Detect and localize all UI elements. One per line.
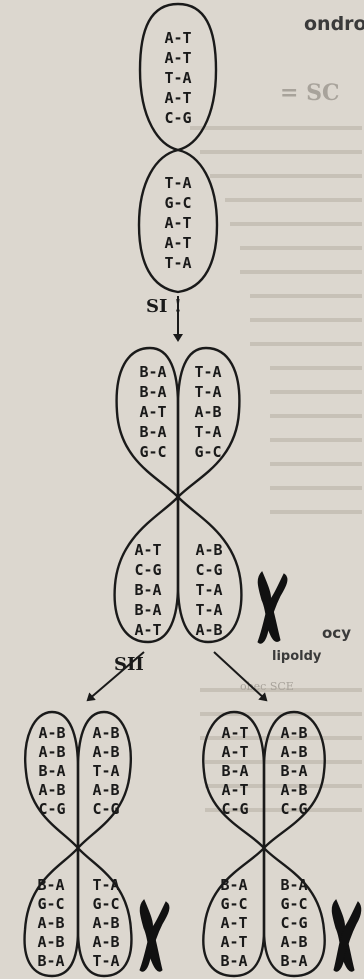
base-pair: B-A [220,876,247,894]
background-heading-fragment: ondro [304,13,364,35]
left-lower-left-pairs: B-A G-C A-B A-B B-A [37,876,64,970]
base-pair: T-A [194,383,221,401]
base-pair: T-A [194,363,221,381]
base-pair: A-B [280,781,307,799]
base-pair: A-B [92,743,119,761]
right-lower-left-pairs: B-A G-C A-T A-T B-A [220,876,247,970]
base-pair: A-B [195,621,222,639]
base-pair: C-G [38,800,65,818]
first-lower-left-pairs: A-T C-G B-A B-A A-T [134,541,161,639]
left-lower-right-pairs: T-A G-C A-B A-B T-A [92,876,119,970]
base-pair: A-T [134,621,161,639]
base-pair: G-C [92,895,119,913]
base-pair: A-T [164,89,191,107]
base-pair: B-A [139,423,166,441]
right-lower-right-pairs: B-A G-C C-G A-B B-A [280,876,307,970]
base-pair: A-B [280,743,307,761]
background-bottom-left-fragment: ocy [322,624,351,642]
base-pair: B-A [139,383,166,401]
base-pair: A-B [195,541,222,559]
base-pair: A-T [221,781,248,799]
base-pair: G-C [37,895,64,913]
base-pair: C-G [280,800,307,818]
base-pair: T-A [195,601,222,619]
base-pair: A-B [38,781,65,799]
base-pair: A-B [280,933,307,951]
base-pair: A-B [92,914,119,932]
base-pair: C-G [92,800,119,818]
base-pair: T-A [164,69,191,87]
base-pair: G-C [139,443,166,461]
right-upper-right-pairs: A-B A-B B-A A-B C-G [280,724,307,818]
background-bottom-middle-fragment: lipoldy [272,649,322,664]
base-pair: A-T [221,743,248,761]
base-pair: G-C [164,194,191,212]
base-pair: B-A [37,952,64,970]
base-pair: B-A [280,876,307,894]
base-pair: B-A [280,762,307,780]
base-pair: T-A [164,174,191,192]
base-pair: B-A [134,581,161,599]
base-pair: C-G [221,800,248,818]
base-pair: B-A [220,952,247,970]
left-upper-left-pairs: A-B A-B B-A A-B C-G [38,724,65,818]
base-pair: T-A [195,581,222,599]
base-pair: T-A [92,952,119,970]
background-bottom-caption-fragment: obec SCE [240,680,294,693]
base-pair: A-B [92,933,119,951]
base-pair: B-A [38,762,65,780]
base-pair: T-A [92,876,119,894]
base-pair: A-B [280,724,307,742]
base-pair: C-G [280,914,307,932]
base-pair: G-C [194,443,221,461]
base-pair: A-B [194,403,221,421]
base-pair: A-B [92,781,119,799]
base-pair: G-C [280,895,307,913]
parent-lower-chromatid-pairs: T-A G-C A-T A-T T-A [164,174,191,272]
base-pair: A-T [164,29,191,47]
base-pair: A-T [164,234,191,252]
base-pair: A-T [139,403,166,421]
base-pair: A-B [38,724,65,742]
base-pair: G-C [220,895,247,913]
background-formula-fragment: = SC [280,80,340,106]
base-pair: B-A [37,876,64,894]
first-upper-right-pairs: T-A T-A A-B T-A G-C [194,363,221,461]
base-pair: T-A [164,254,191,272]
base-pair: T-A [92,762,119,780]
base-pair: A-T [221,724,248,742]
base-pair: A-T [220,914,247,932]
base-pair: B-A [134,601,161,619]
base-pair: A-B [92,724,119,742]
base-pair: B-A [221,762,248,780]
base-pair: A-T [164,214,191,232]
step-one-label: SI [146,296,167,317]
base-pair: C-G [164,109,191,127]
first-upper-left-pairs: B-A B-A A-T B-A G-C [139,363,166,461]
base-pair: A-B [37,933,64,951]
base-pair: T-A [194,423,221,441]
base-pair: B-A [139,363,166,381]
parent-upper-chromatid-pairs: A-T A-T T-A A-T C-G [164,29,191,127]
right-upper-left-pairs: A-T A-T B-A A-T C-G [221,724,248,818]
base-pair: A-T [134,541,161,559]
base-pair: C-G [195,561,222,579]
base-pair: A-B [37,914,64,932]
base-pair: A-B [38,743,65,761]
first-lower-right-pairs: A-B C-G T-A T-A A-B [195,541,222,639]
base-pair: B-A [280,952,307,970]
left-upper-right-pairs: A-B A-B T-A A-B C-G [92,724,119,818]
base-pair: A-T [220,933,247,951]
base-pair: A-T [164,49,191,67]
base-pair: C-G [134,561,161,579]
